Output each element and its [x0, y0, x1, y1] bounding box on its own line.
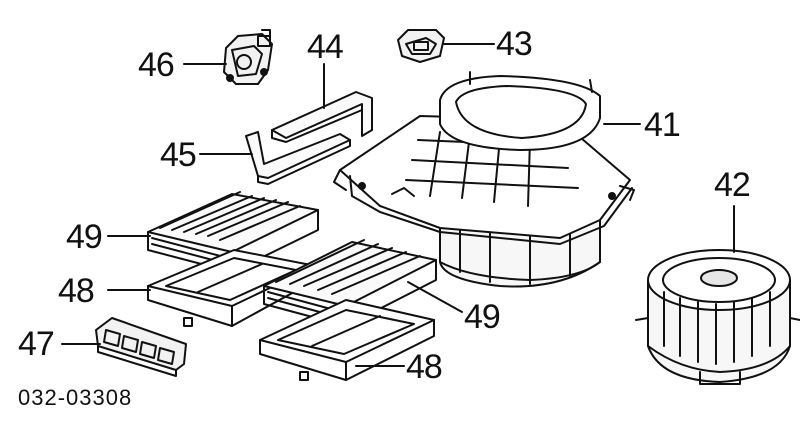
filter-frame-right-drawing	[259, 299, 435, 381]
diagram-reference-code: 032-03308	[18, 385, 133, 410]
blower-motor-drawing	[635, 249, 800, 385]
callout-49-left: 49	[66, 218, 103, 256]
resistor-drawing	[397, 29, 445, 63]
seal-long-drawing	[271, 91, 373, 143]
blower-housing-drawing	[333, 71, 635, 288]
callout-43: 43	[496, 25, 533, 63]
recirculation-motor-drawing	[223, 29, 273, 85]
callout-48-bottom: 48	[406, 348, 443, 386]
callout-47: 47	[18, 325, 55, 363]
callout-44: 44	[307, 28, 344, 66]
callout-45: 45	[160, 136, 197, 174]
leader-lines	[61, 43, 735, 367]
filter-element-left-drawing	[147, 191, 319, 273]
callout-46: 46	[138, 46, 175, 84]
callout-41: 41	[644, 106, 681, 144]
filter-lid-drawing	[95, 317, 187, 377]
callout-48-left: 48	[58, 272, 95, 310]
callout-49-right: 49	[464, 298, 501, 336]
seal-l-drawing	[245, 131, 351, 185]
leader-49-right	[407, 281, 463, 313]
callout-42: 42	[714, 166, 751, 204]
